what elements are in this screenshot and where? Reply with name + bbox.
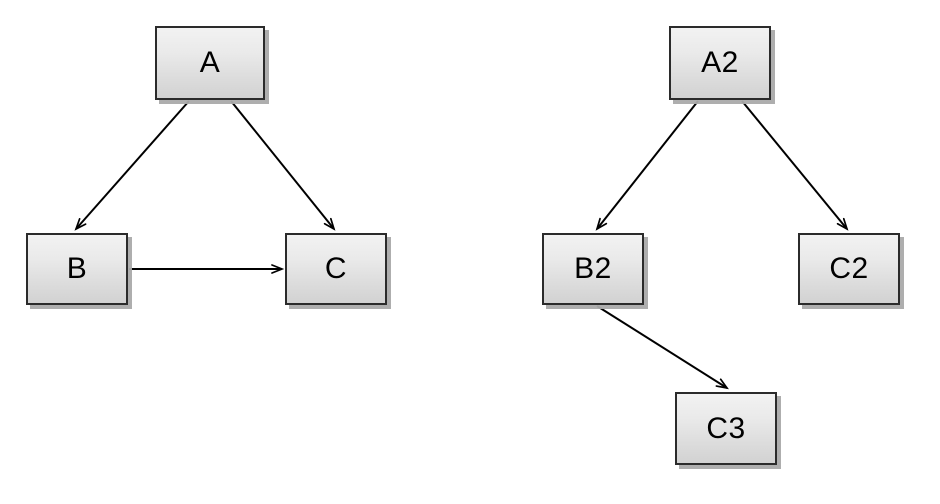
node-label-c3: C3	[706, 411, 746, 445]
node-label-b2: B2	[574, 252, 612, 285]
node-label-a: A	[199, 46, 221, 79]
edge-a-to-c[interactable]	[230, 100, 336, 231]
edges-group	[74, 100, 849, 390]
edge-b2-to-c3[interactable]	[596, 305, 729, 390]
node-label-c: C	[324, 252, 348, 285]
edge-a2-to-c2[interactable]	[741, 100, 849, 231]
node-b2[interactable]: B2	[542, 233, 644, 305]
node-b[interactable]: B	[26, 233, 128, 305]
node-a2[interactable]: A2	[669, 26, 771, 100]
node-c3[interactable]: C3	[675, 392, 777, 465]
node-c2[interactable]: C2	[798, 233, 900, 305]
edge-a2-to-b2[interactable]	[595, 100, 699, 231]
node-c[interactable]: C	[285, 233, 387, 305]
edge-a-to-b[interactable]	[74, 100, 190, 231]
node-label-c2: C2	[829, 252, 869, 285]
node-label-a2: A2	[701, 46, 739, 79]
node-a[interactable]: A	[155, 26, 265, 100]
node-label-b: B	[66, 252, 88, 285]
